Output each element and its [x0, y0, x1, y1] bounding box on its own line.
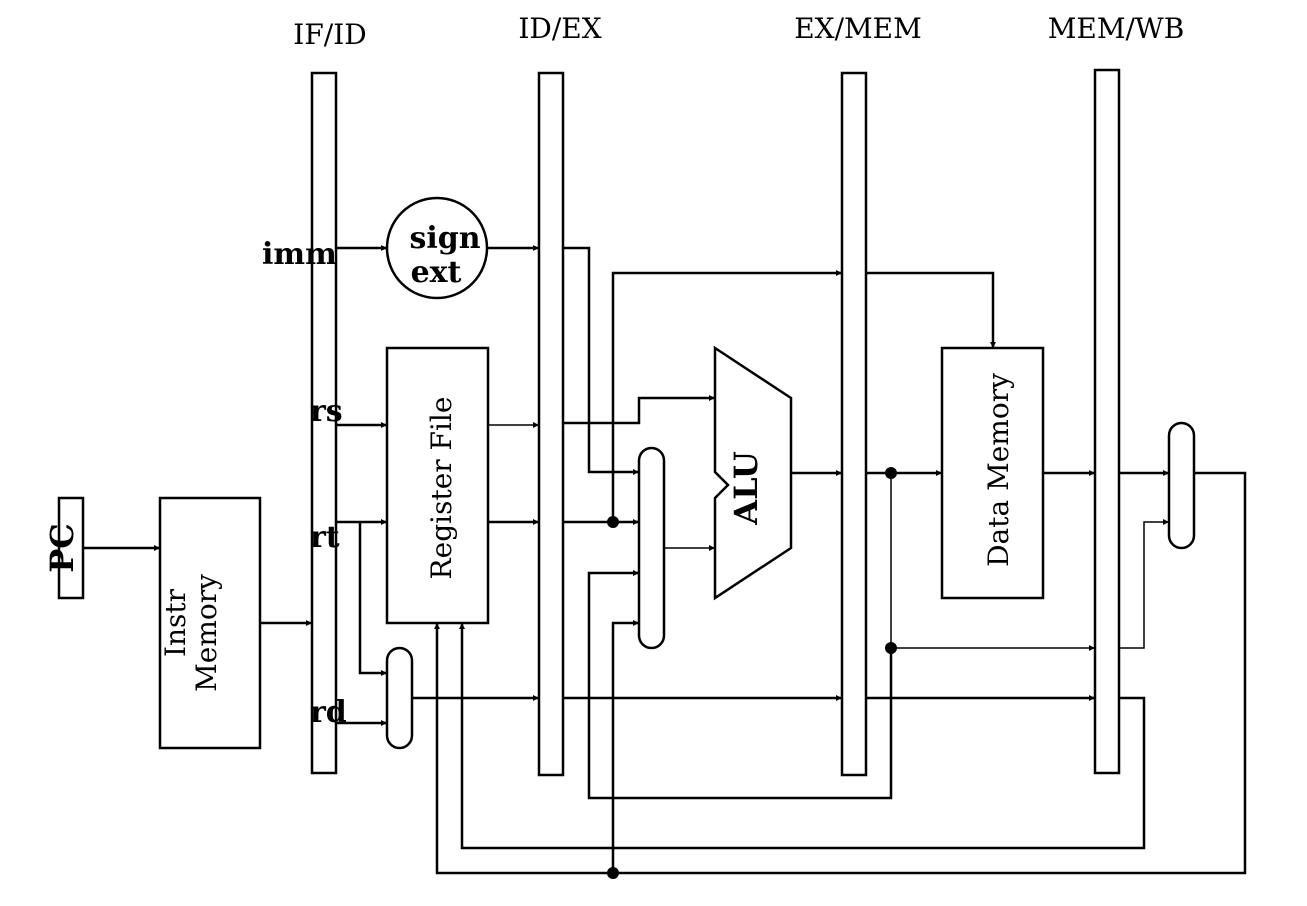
junction-dot	[607, 867, 619, 879]
stage-label-ex-mem: EX/MEM	[794, 12, 922, 45]
writeback-mux	[1167, 421, 1196, 550]
stage-label-mem-wb: MEM/WB	[1048, 12, 1185, 45]
datapath-wires	[83, 245, 1247, 875]
pc-label: PC	[43, 523, 81, 573]
data-memory	[940, 346, 1045, 600]
signal-label-rt: rt	[310, 520, 340, 555]
junction-dot	[885, 467, 897, 479]
alu-label: ALU	[727, 451, 765, 526]
sign-extend-label-line1: sign	[409, 221, 480, 256]
stage-label-if-id: IF/ID	[293, 18, 366, 51]
signal-label-imm: imm	[262, 237, 337, 272]
id-ex-pipeline-register	[537, 71, 565, 777]
sign-extend-label-line2: ext	[411, 255, 462, 290]
mem-wb-pipeline-register	[1093, 68, 1121, 775]
register-destination-mux	[385, 646, 414, 750]
data-memory-label: Data Memory	[982, 373, 1015, 567]
instruction-memory-label-line1: Instr	[159, 588, 192, 657]
alu-operand-mux	[637, 446, 666, 650]
if-id-pipeline-register	[310, 71, 338, 775]
register-file-label: Register File	[425, 397, 458, 580]
instruction-memory	[158, 496, 262, 750]
stage-label-id-ex: ID/EX	[518, 12, 601, 45]
pc-register	[57, 496, 85, 600]
instruction-memory-label-line2: Memory	[190, 574, 223, 692]
signal-label-rs: rs	[310, 394, 343, 429]
signal-label-rd: rd	[310, 695, 347, 730]
wire-junctions	[607, 467, 897, 879]
ex-mem-pipeline-register	[840, 71, 868, 777]
junction-dot	[885, 642, 897, 654]
junction-dot	[607, 516, 619, 528]
